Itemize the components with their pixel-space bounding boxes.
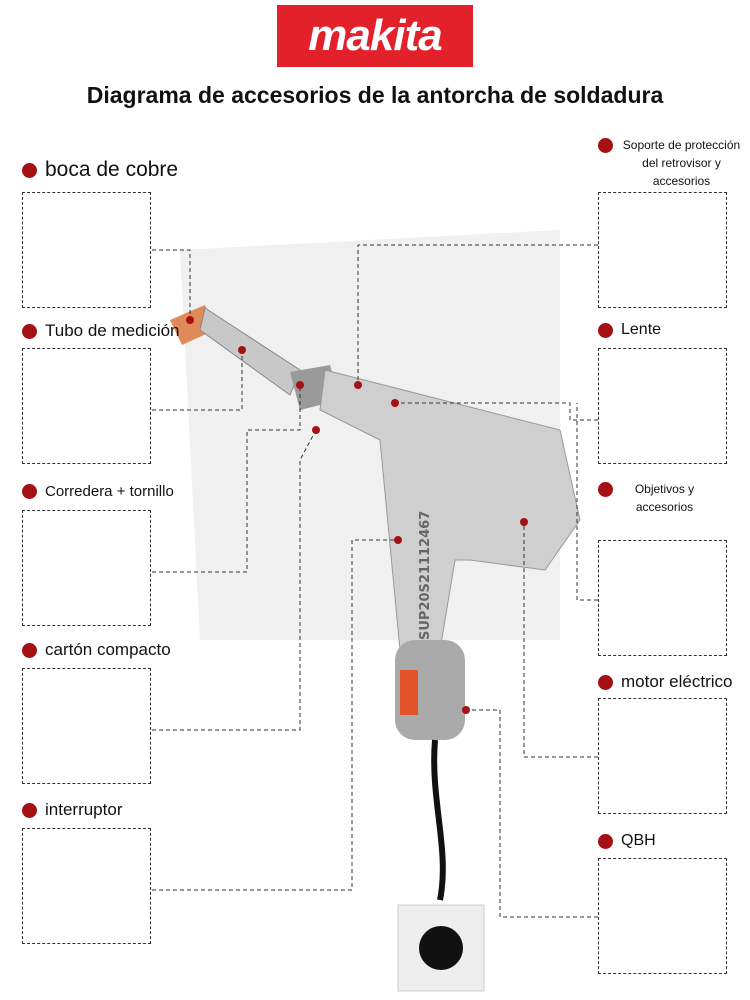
label-mirror-support: Soporte de protección del retrovisor y a… (598, 136, 748, 190)
label-copper-nozzle: boca de cobre (22, 158, 178, 182)
label-qbh: QBH (598, 832, 656, 850)
marker-dots (186, 316, 528, 714)
bullet-icon (22, 162, 37, 178)
box-lens (598, 348, 727, 464)
label-objectives: Objetivos y accesorios (598, 480, 708, 516)
bullet-icon (22, 484, 37, 499)
bullet-icon (598, 138, 613, 153)
torch-body (319, 369, 581, 651)
bullet-icon (598, 322, 613, 338)
box-mirror-support (598, 192, 727, 308)
measuring-tube (199, 307, 301, 396)
box-qbh (598, 858, 727, 974)
box-copper-nozzle (22, 192, 151, 308)
label-measuring-tube: Tubo de medición (22, 321, 180, 341)
cable (431, 739, 446, 901)
box-switch (22, 828, 151, 944)
box-compact-box (22, 668, 151, 784)
serial-number: SUP20S21112467 (418, 510, 433, 640)
label-lens: Lente (598, 321, 661, 339)
bullet-icon (22, 802, 37, 818)
label-slide-screw: Corredera + tornillo (22, 483, 174, 500)
bullet-icon (598, 674, 613, 690)
bullet-icon (598, 482, 613, 497)
box-slide-screw (22, 510, 151, 626)
bullet-icon (598, 833, 613, 849)
red-part (400, 670, 418, 715)
makita-logo: makita (277, 5, 473, 67)
box-objectives (598, 540, 727, 656)
box-measuring-tube (22, 348, 151, 464)
plug (419, 926, 463, 970)
connector-lines (152, 244, 598, 918)
page-title: Diagrama de accesorios de la antorcha de… (86, 82, 664, 108)
label-switch: interruptor (22, 800, 122, 820)
label-compact-box: cartón compacto (22, 640, 171, 660)
bullet-icon (22, 642, 37, 658)
label-motor: motor eléctrico (598, 672, 732, 692)
box-motor (598, 698, 727, 814)
bullet-icon (22, 323, 37, 339)
